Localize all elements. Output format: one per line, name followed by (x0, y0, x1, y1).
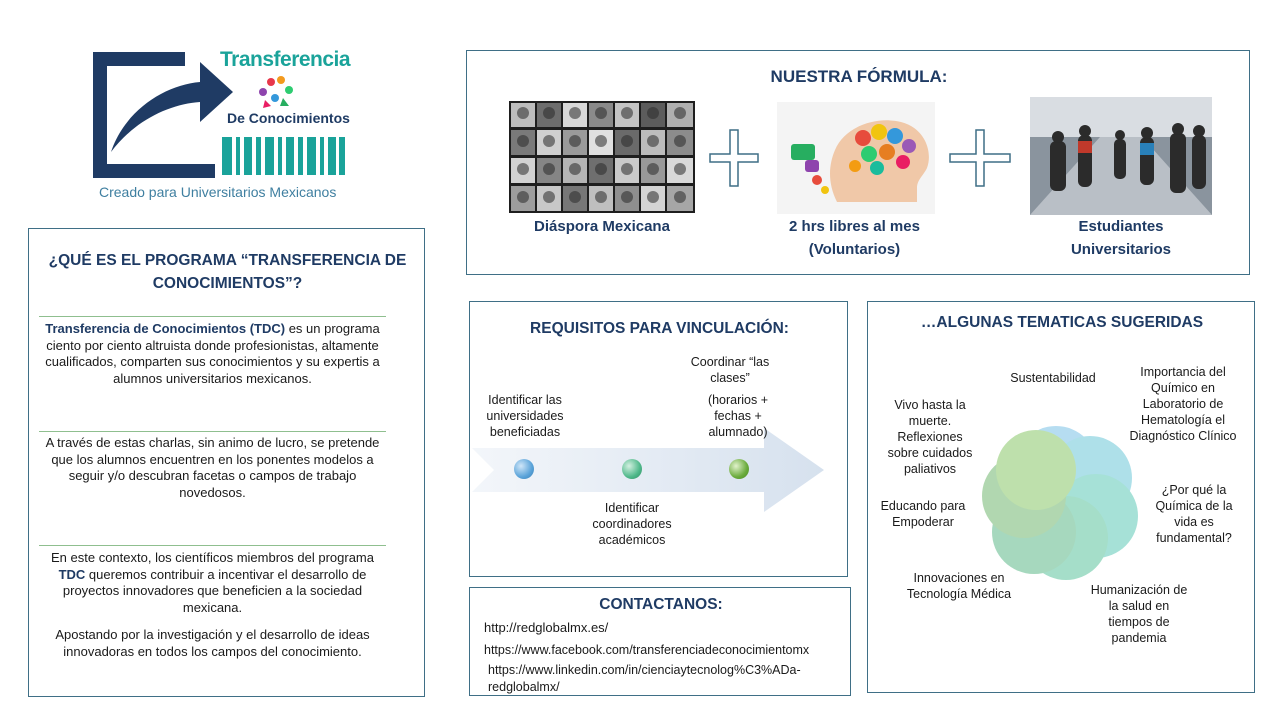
about-panel: ¿QUÉ ES EL PROGRAMA “TRANSFERENCIA DE CO… (28, 228, 425, 697)
contact-link-linkedin-cont[interactable]: redglobalmx/ (488, 680, 560, 694)
topic-humanization: Humanización de la salud en tiempos de p… (1090, 583, 1188, 645)
logo-word-transferencia: Transferencia (220, 48, 351, 71)
topic-chemistry-life: ¿Por qué la Química de la vida es fundam… (1155, 483, 1233, 545)
contact-link-website[interactable]: http://redglobalmx.es/ (484, 620, 609, 635)
about-paragraph-4: Apostando por la investigación y el desa… (55, 627, 370, 659)
plus-icon (709, 129, 759, 187)
logo-word-conocimientos: De Conocimientos (227, 110, 350, 126)
topic-hematology: Importancia del Químico en Laboratorio d… (1129, 365, 1237, 443)
formula-caption-3: Estudiantes Universitarios (1030, 215, 1212, 261)
process-arrow-icon (472, 428, 824, 512)
topics-cycle-icon (982, 426, 1138, 580)
formula-caption-3-line1: Estudiantes (1078, 218, 1164, 235)
step-3-details: (horarios + fechas + alumnado) (707, 393, 769, 439)
about-p1-bold: Transferencia de Conocimientos (TDC) (45, 321, 286, 336)
topic-empowerment: Educando para Empoderar (880, 499, 966, 529)
about-paragraph-1: Transferencia de Conocimientos (TDC) es … (45, 321, 380, 387)
contact-link-linkedin[interactable]: https://www.linkedin.com/in/cienciaytecn… (488, 663, 801, 677)
formula-panel: NUESTRA FÓRMULA: (466, 50, 1250, 275)
contact-link-facebook[interactable]: https://www.facebook.com/transferenciade… (484, 643, 810, 657)
logo-tagline: Creado para Universitarios Mexicanos (99, 184, 337, 200)
topics-panel: …ALGUNAS TEMATICAS SUGERIDAS Sustentabil… (867, 301, 1255, 693)
thinking-head-image (777, 102, 935, 214)
divider (39, 431, 386, 432)
logo: Transferencia De Conocimientos Creado pa… (85, 40, 360, 210)
diaspora-collage-image (509, 101, 695, 213)
step-marker-2 (622, 459, 642, 479)
step-marker-1 (514, 459, 534, 479)
about-p3-text-b: queremos contribuir a incentivar el desa… (62, 566, 367, 615)
formula-caption-2: 2 hrs libres al mes (Voluntarios) (762, 215, 947, 261)
about-p1-text: es un programa ciento por ciento altruis… (45, 321, 380, 386)
logo-arrow-icon (93, 52, 345, 178)
formula-caption-2-line1: 2 hrs libres al mes (789, 218, 920, 235)
about-paragraph-2: A través de estas charlas, sin animo de … (45, 435, 380, 500)
about-p3-bold: TDC (58, 566, 86, 582)
divider (39, 545, 386, 546)
about-title: ¿QUÉ ES EL PROGRAMA “TRANSFERENCIA DE CO… (48, 252, 407, 292)
step-1-label: Identificar las universidades beneficiad… (486, 393, 564, 439)
topic-palliative-care: Vivo hasta la muerte. Reflexiones sobre … (887, 398, 973, 476)
plus-icon (949, 129, 1011, 187)
step-2-label: Identificar coordinadores académicos (592, 501, 672, 547)
contact-panel: CONTACTANOS: http://redglobalmx.es/ http… (469, 587, 851, 696)
formula-caption-1: Diáspora Mexicana (509, 215, 695, 238)
formula-title: NUESTRA FÓRMULA: (770, 67, 948, 86)
topic-sustainability: Sustentabilidad (1010, 371, 1096, 385)
formula-caption-3-line2: Universitarios (1070, 241, 1172, 258)
formula-caption-1-line1: Diáspora Mexicana (534, 218, 670, 235)
requirements-title: REQUISITOS PARA VINCULACIÓN: (530, 320, 789, 337)
requirements-panel: REQUISITOS PARA VINCULACIÓN: Identificar… (469, 301, 848, 577)
about-paragraph-3: En este contexto, los científicos miembr… (41, 550, 384, 616)
formula-caption-2-line2: (Voluntarios) (808, 241, 901, 258)
students-image (1030, 97, 1212, 215)
topics-title: …ALGUNAS TEMATICAS SUGERIDAS (920, 314, 1204, 331)
step-3-label: Coordinar “las clases” (690, 355, 770, 385)
about-p3-text-a: En este contexto, los científicos miembr… (51, 550, 374, 565)
step-marker-3 (729, 459, 749, 479)
topic-medical-innovation: Innovaciones en Tecnología Médica (906, 571, 1012, 601)
contact-title: CONTACTANOS: (599, 596, 723, 613)
divider (39, 316, 386, 317)
